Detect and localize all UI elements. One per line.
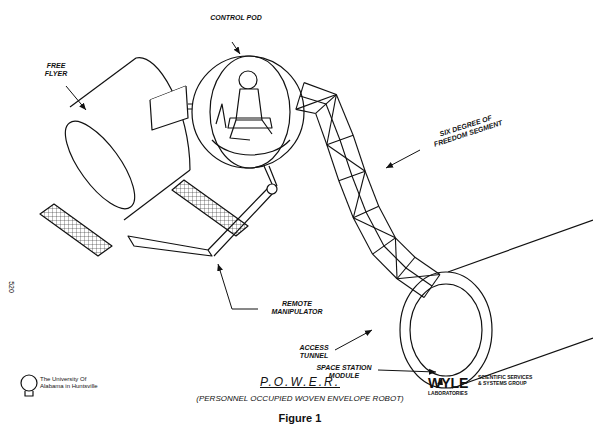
free-flyer-body: [53, 58, 190, 220]
callout-label: SPACE STATION MODULE: [310, 364, 378, 380]
truss-member: [296, 95, 336, 110]
truss-member: [326, 104, 340, 140]
truss-member: [353, 218, 372, 254]
truss-member: [304, 83, 336, 95]
truss-member: [395, 238, 415, 257]
solar-panel: [40, 204, 112, 256]
caption: Figure 1: [250, 412, 350, 425]
remote-manipulator: [128, 166, 277, 256]
truss-member: [339, 181, 353, 218]
truss-member: [340, 140, 352, 176]
truss-member: [379, 206, 396, 238]
truss-member: [296, 109, 316, 113]
space-station-module: [400, 220, 593, 388]
truss-member: [353, 135, 365, 171]
leader-lines: [66, 42, 442, 385]
truss-member: [415, 257, 440, 274]
truss-member: [406, 268, 432, 286]
truss-member: [327, 145, 339, 181]
callout-label: (PERSONNEL OCCUPIED WOVEN ENVELOPE ROBOT…: [170, 394, 430, 403]
truss-member: [397, 279, 424, 298]
callout-label: REMOTE MANIPULATOR: [262, 300, 332, 316]
control-pod: [192, 56, 304, 168]
truss-member: [352, 176, 366, 212]
callout-label: The University Of Alabama in Huntsville: [40, 376, 100, 390]
callout-label: LABORATORIES: [428, 391, 488, 397]
callout-label: FREE FLYER: [36, 62, 76, 78]
six-dof-truss: [296, 83, 440, 298]
callout-label: SIX DEGREE OF FREEDOM SEGMENT: [424, 109, 511, 151]
callout-label: CONTROL POD: [208, 14, 264, 22]
truss-member: [373, 254, 397, 279]
truss-member: [384, 246, 406, 268]
callout-label: 520: [7, 272, 15, 302]
university-logo: [21, 375, 37, 396]
callout-label: SCIENTIFIC SERVICES & SYSTEMS GROUP: [478, 375, 536, 387]
truss-member: [316, 113, 327, 144]
solar-panel: [172, 180, 248, 236]
truss-member: [366, 212, 384, 246]
truss-member: [300, 96, 326, 104]
callout-label: WYLE: [428, 375, 478, 391]
truss-member: [365, 171, 379, 206]
callout-label: ACCESS TUNNEL: [292, 344, 336, 360]
truss-member: [336, 95, 353, 136]
